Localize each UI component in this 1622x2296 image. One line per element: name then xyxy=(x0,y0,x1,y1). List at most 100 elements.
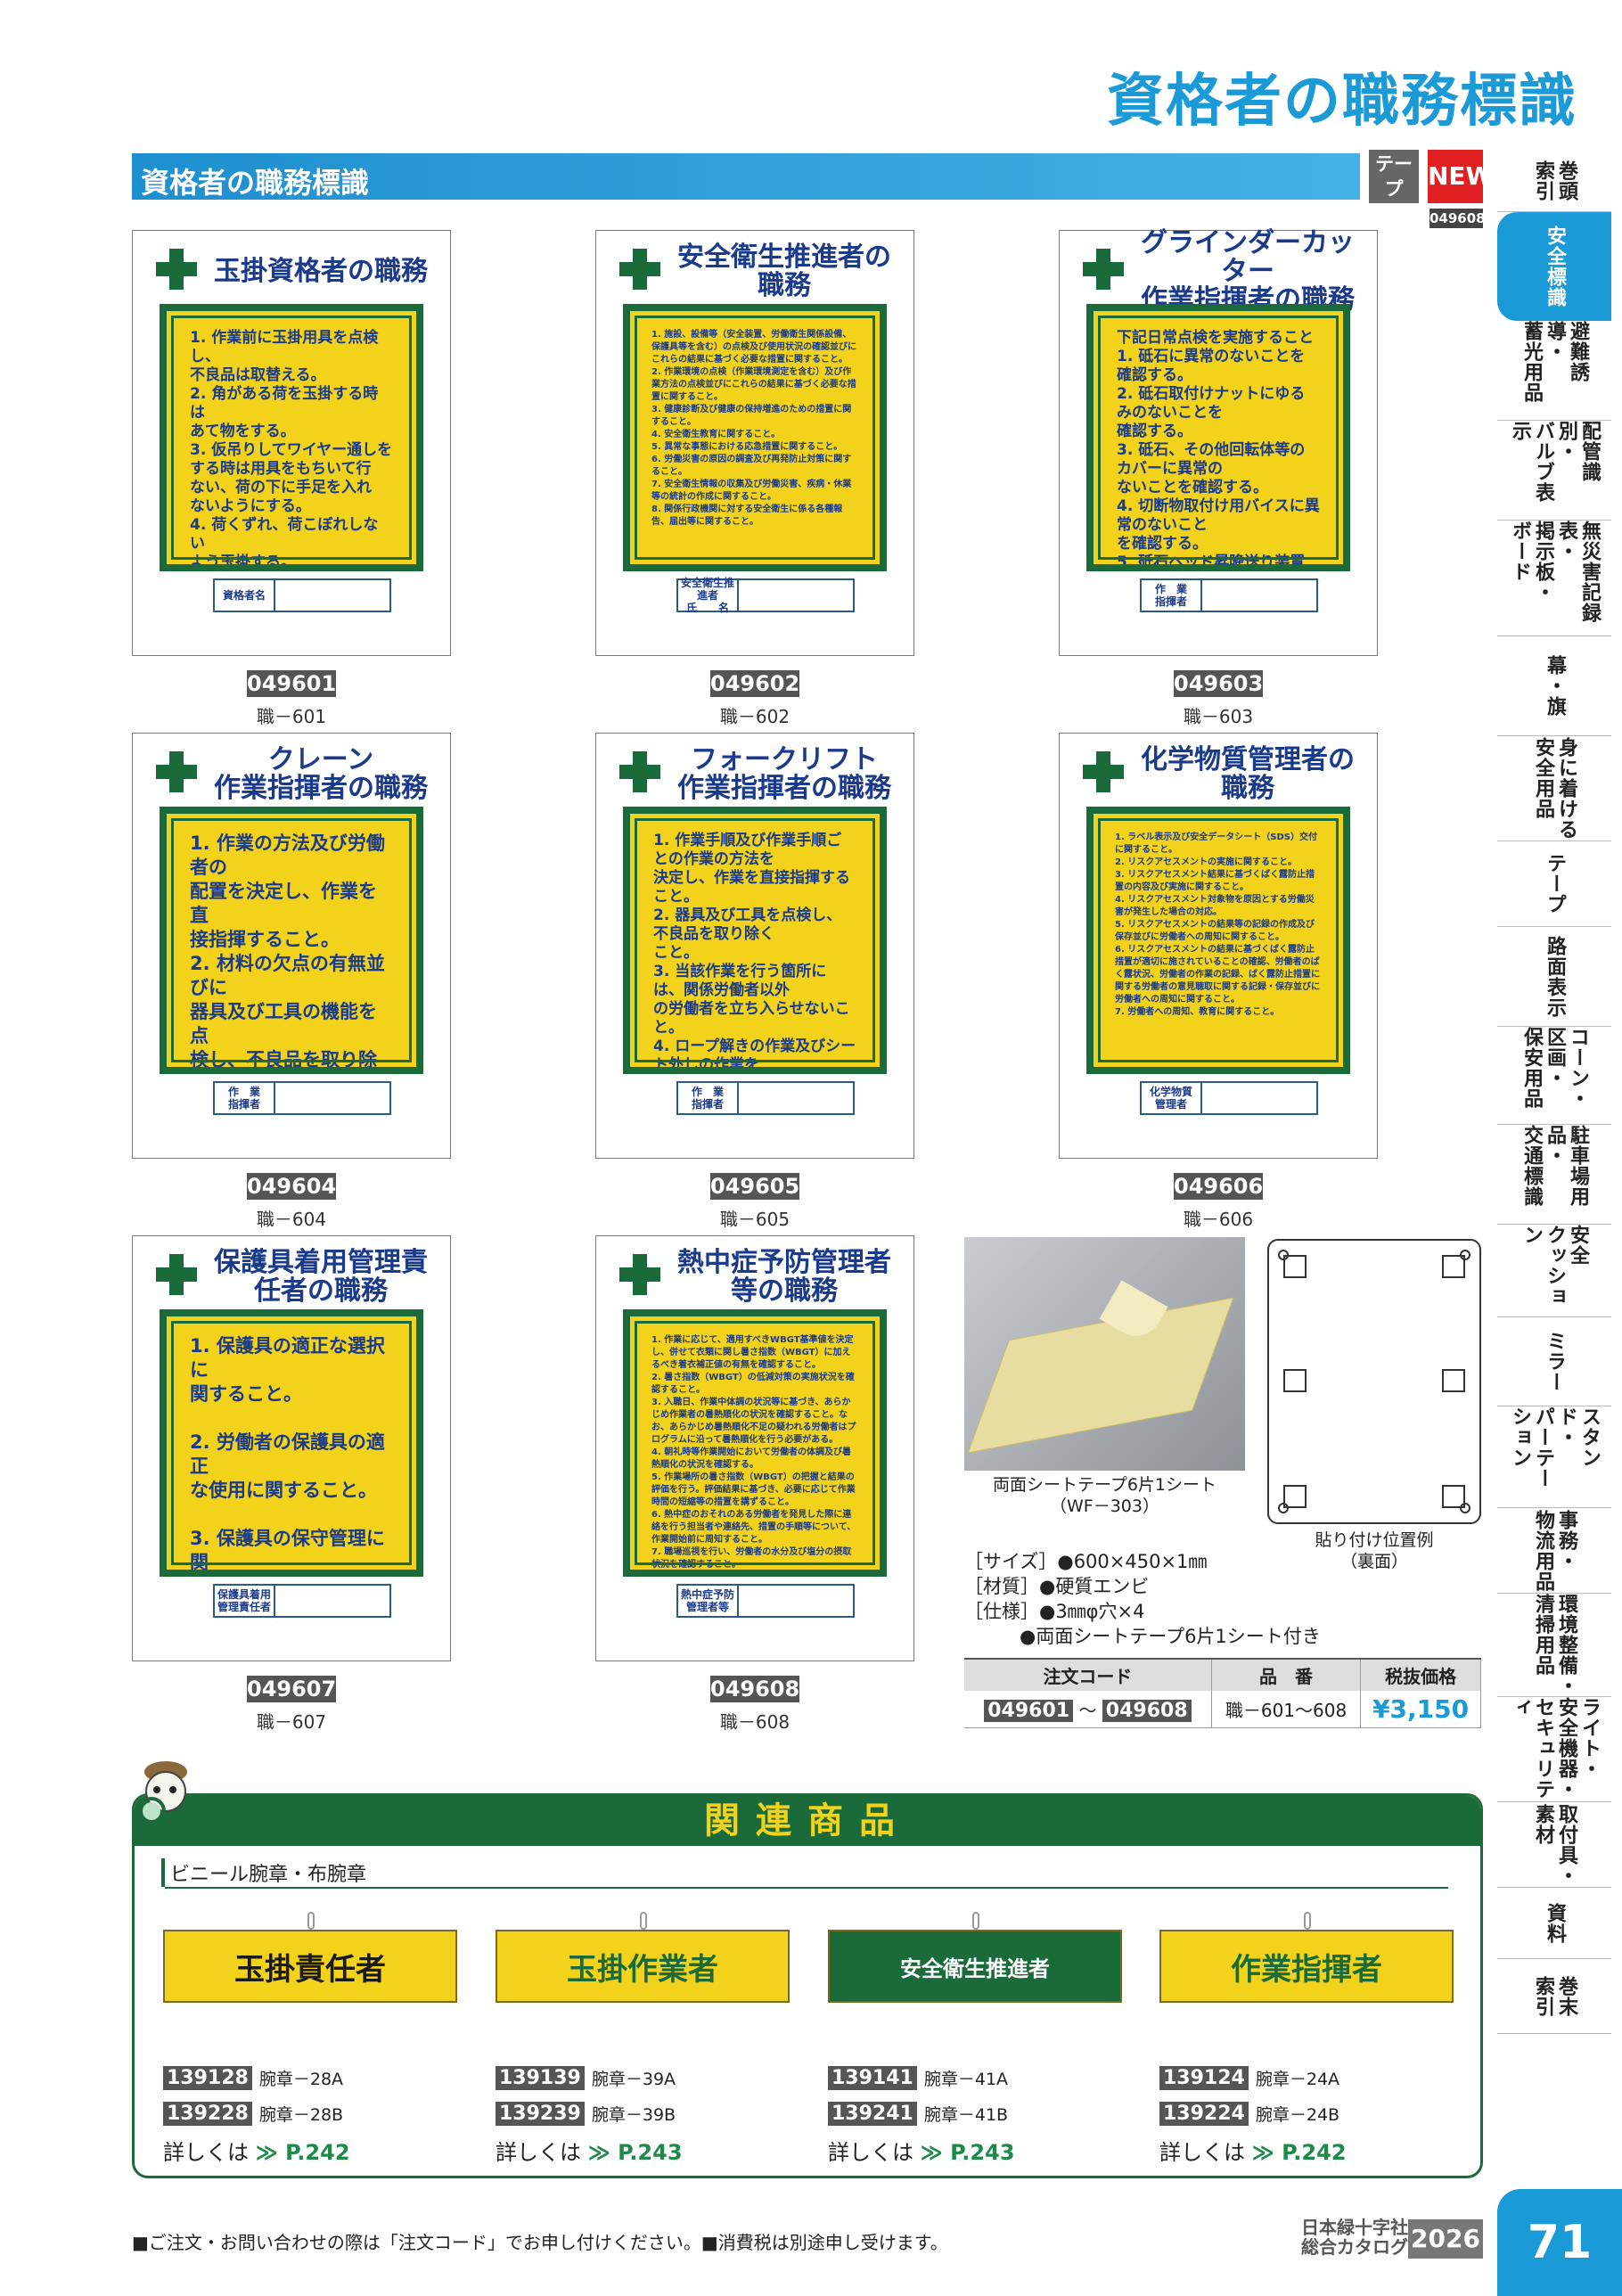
header-price: 税抜価格 xyxy=(1360,1658,1481,1691)
sidebar-tab[interactable]: 路面表示 xyxy=(1497,927,1611,1027)
tape-photo xyxy=(964,1237,1245,1471)
sidebar-tab[interactable]: 資料 xyxy=(1497,1888,1611,1959)
sidebar-tab[interactable]: コーン・区画・ 保安用品 xyxy=(1497,1027,1611,1125)
page-reference-link[interactable]: 詳しくは ≫ P.243 xyxy=(828,2135,1122,2166)
armband-sample: 安全衛生推進者 xyxy=(828,1912,1122,2003)
green-cross-icon xyxy=(156,751,197,792)
sidebar-tab[interactable]: 安全 クッション xyxy=(1497,1225,1611,1317)
sidebar-tab[interactable]: 事務・ 物流用品 xyxy=(1497,1508,1611,1594)
model-number: 職－604 xyxy=(256,1209,327,1230)
link-prefix: 詳しくは xyxy=(496,2140,581,2165)
order-code: 049601 xyxy=(247,670,337,697)
order-code: 049602 xyxy=(710,670,800,697)
order-code: 049604 xyxy=(247,1173,337,1200)
sign-body: 1. ラベル表示及び安全データシート（SDS）交付に関すること。 2. リスクア… xyxy=(1086,807,1350,1074)
sidebar-tab[interactable]: テープ xyxy=(1497,841,1611,927)
sign-body: 1. 作業に応じて、適用すべきWBGT基準値を決定し、併せて衣類に関し暑さ指数（… xyxy=(623,1309,887,1577)
tape-attached-badge: テープ 付き xyxy=(1369,150,1419,225)
sidebar-tab[interactable]: 取付具・ 素材 xyxy=(1497,1802,1611,1888)
name-box: 熱中症予防 管理者等 xyxy=(676,1584,855,1618)
order-code: 049606 xyxy=(1174,1173,1264,1200)
sidebar-tab-label: 安全 クッション xyxy=(1520,1225,1589,1307)
name-box: 作 業 指揮者 xyxy=(1140,578,1318,612)
sign-title: 化学物質管理者の職務 xyxy=(1141,744,1355,804)
sidebar-tab-label: 配管識別・ バルブ表示 xyxy=(1509,421,1601,503)
spec-size: ［サイズ］●600×450×1㎜ xyxy=(964,1551,1208,1572)
sidebar-tab-label: 無災害記録表・ 掲示板・ ボード xyxy=(1509,521,1601,623)
sidebar-tab[interactable]: 環境整備・ 清掃用品 xyxy=(1497,1594,1611,1697)
sidebar-tab-label: 資料 xyxy=(1544,1902,1566,1944)
sidebar-tab[interactable]: 巻頭 索引 xyxy=(1497,150,1611,212)
safety-pin-icon xyxy=(640,1912,647,1930)
safety-pin-icon xyxy=(972,1912,979,1930)
related-title: 関連商品 xyxy=(135,1796,1480,1846)
sidebar-tab[interactable]: 巻末 索引 xyxy=(1497,1959,1611,2034)
name-label: 作 業 指揮者 xyxy=(1142,580,1202,611)
link-page: ≫ P.242 xyxy=(1251,2140,1347,2165)
sidebar-tab-label: 幕・旗 xyxy=(1544,655,1566,717)
sidebar-tab[interactable]: 配管識別・ バルブ表示 xyxy=(1497,421,1611,521)
sidebar-tab[interactable]: ミラー xyxy=(1497,1317,1611,1406)
model-number: 職－606 xyxy=(1183,1209,1254,1230)
sidebar-tab[interactable]: ライト・ 安全機器・ セキュリティ xyxy=(1497,1697,1611,1802)
armband-label: 作業指揮者 xyxy=(1231,1951,1382,1988)
brand-name: 日本緑十字社 総合カタログ xyxy=(1301,2217,1408,2258)
new-code-badge: 049608 xyxy=(1429,209,1486,228)
link-page: ≫ P.243 xyxy=(587,2140,683,2165)
armband-label: 安全衛生推進者 xyxy=(900,1956,1050,1981)
related-subtitle: ビニール腕章・布腕章 xyxy=(161,1858,366,1887)
name-label: 資格者名 xyxy=(215,580,275,611)
sidebar-tab[interactable]: 幕・旗 xyxy=(1497,636,1611,736)
page-reference-link[interactable]: 詳しくは ≫ P.243 xyxy=(496,2135,790,2166)
tape-position-square xyxy=(1283,1369,1307,1392)
order-code: 139228 xyxy=(163,2101,252,2126)
code-range-sep: ～ xyxy=(1078,1700,1097,1721)
page-reference-link[interactable]: 詳しくは ≫ P.242 xyxy=(1159,2135,1454,2166)
divider xyxy=(165,1887,1448,1889)
sidebar-tab[interactable]: 駐車場用品・ 交通標識 xyxy=(1497,1125,1611,1225)
model-number: 腕章－28B xyxy=(258,2104,344,2125)
sidebar-tab[interactable]: 避難誘導・ 蓄光用品 xyxy=(1497,321,1611,421)
section-title-bar: 資格者の職務標識 xyxy=(132,153,1360,200)
page-reference-link[interactable]: 詳しくは ≫ P.242 xyxy=(163,2135,457,2166)
model-number: 職－608 xyxy=(719,1711,791,1733)
order-code: 049607 xyxy=(247,1676,337,1702)
sign-body: 1. 保護具の適正な選択に 関すること。 2. 労働者の保護具の適正 な使用に関… xyxy=(160,1309,423,1577)
sign-title: クレーン 作業指揮者の職務 xyxy=(214,744,428,804)
name-label: 化学物質 管理者 xyxy=(1142,1083,1202,1113)
sidebar-tab-label: ライト・ 安全機器・ セキュリティ xyxy=(1509,1697,1601,1800)
sidebar-tab[interactable]: 無災害記録表・ 掲示板・ ボード xyxy=(1497,521,1611,636)
name-box: 保護具着用 管理責任者 xyxy=(213,1584,391,1618)
order-code: 049608 xyxy=(710,1676,800,1702)
sign-card: グラインダーカッター 作業指揮者の職務下記日常点検を実施すること 1. 砥石に異… xyxy=(1059,227,1378,656)
order-code: 139124 xyxy=(1159,2065,1249,2090)
armband-sample: 玉掛作業者 xyxy=(496,1912,790,2003)
model-number: 腕章－28A xyxy=(258,2069,344,2089)
sidebar-tab[interactable]: 身に着ける 安全用品 xyxy=(1497,736,1611,841)
sidebar-tab[interactable]: 安全標識 xyxy=(1497,212,1611,321)
sidebar-tab-label: 避難誘導・ 蓄光用品 xyxy=(1520,321,1589,403)
sidebar-tab-label: 事務・ 物流用品 xyxy=(1532,1509,1577,1592)
tape-sheet-shape xyxy=(967,1297,1234,1454)
page-title: 資格者の職務標識 xyxy=(1107,69,1577,135)
sign-title: グラインダーカッター 作業指揮者の職務 xyxy=(1141,227,1355,316)
model-number: 腕章－41A xyxy=(923,2069,1009,2089)
code-to: 049608 xyxy=(1102,1700,1192,1722)
name-label: 作 業 指揮者 xyxy=(678,1083,739,1113)
sign-title: 保護具着用管理責任者の職務 xyxy=(214,1247,428,1307)
order-code: 139141 xyxy=(828,2065,917,2090)
link-page: ≫ P.243 xyxy=(920,2140,1015,2165)
model-number: 職－601 xyxy=(256,706,327,727)
model-number: 職－605 xyxy=(719,1209,791,1230)
sign-title: 玉掛資格者の職務 xyxy=(214,256,428,287)
sidebar-tab-label: 路面表示 xyxy=(1544,935,1566,1018)
sidebar-tab[interactable]: スタンド・ パーテーション xyxy=(1497,1406,1611,1508)
green-cross-icon xyxy=(156,249,197,290)
sign-body: 下記日常点検を実施すること 1. 砥石に異常のないことを確認する。 2. 砥石取… xyxy=(1086,304,1350,571)
